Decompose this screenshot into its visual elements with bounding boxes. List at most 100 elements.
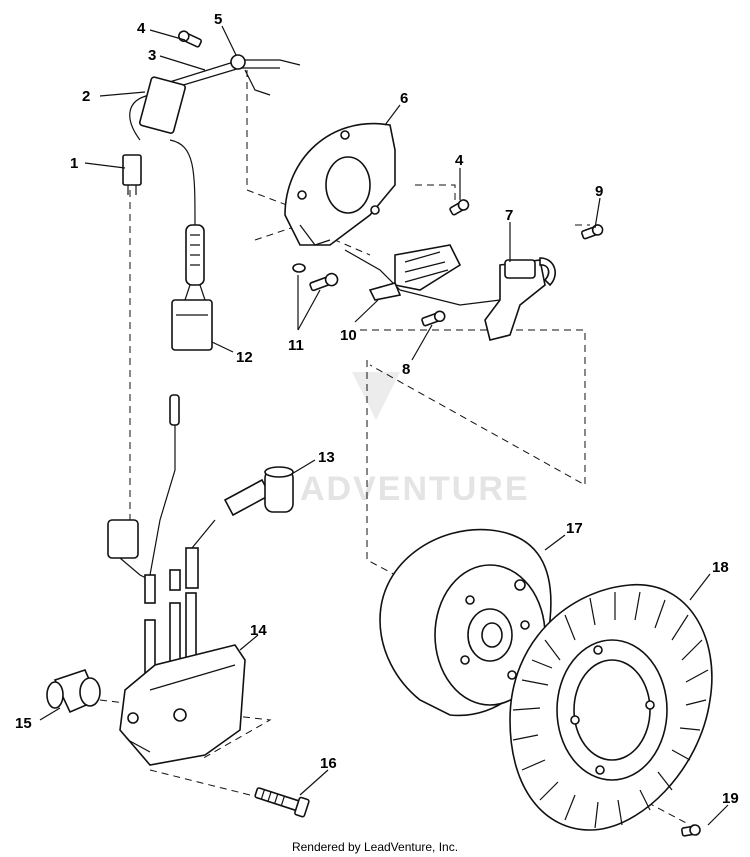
flywheel-hole [514,579,526,591]
callout-19: 19 [722,790,739,807]
lighting-coil-10 [368,244,462,301]
callouts: 1 2 3 4 4 5 6 7 8 9 10 11 12 13 14 15 16… [15,11,739,807]
screw-11-head [324,272,339,287]
callout-10: 10 [340,327,357,344]
alignment-line [99,699,272,761]
lighting-coil-body [394,244,462,291]
coil-body [119,644,246,766]
callout-2: 2 [82,88,90,105]
lead-sleeve [144,574,156,604]
callout-1: 1 [70,155,78,172]
stator-plate [284,122,396,246]
flywheel-17 [379,528,552,717]
cdi-leads [107,394,216,604]
alignment-line [149,769,271,801]
screw-9 [580,224,604,240]
fan-hole [570,715,580,725]
flywheel-hole [465,595,475,605]
fan-hole [595,765,605,775]
lighting-coil-windings [404,251,449,283]
harness-wire [244,69,271,96]
harness-wire [129,94,151,141]
harness-clamp-5 [230,54,246,70]
alignment-line [246,70,301,211]
callout-7: 7 [505,207,513,224]
alignment-line [254,224,371,256]
screw-washer-11 [292,263,339,292]
lead-terminal [169,394,180,426]
screw-19 [681,824,701,837]
callout-12: 12 [236,349,253,366]
harness-plug-pins [127,185,137,195]
bolt-threads [260,789,285,806]
rubber-cap-15 [46,669,101,714]
callout-6: 6 [400,90,408,107]
stator-plate-hole [370,205,380,215]
bolt-head [294,796,310,818]
stator-plate-hole [297,190,307,200]
coil-terminal [169,602,181,666]
screw-8 [421,310,446,327]
screw-4b [449,199,470,216]
callout-13: 13 [318,449,335,466]
footer-credit: Rendered by LeadVenture, Inc. [292,840,458,854]
pulser-wire [399,289,501,306]
callout-3: 3 [148,47,156,64]
harness-wire [184,284,206,301]
coil-hole [173,708,187,722]
callout-14: 14 [250,622,267,639]
watermark-logo-icon [352,372,400,420]
lead-sleeve [185,547,199,589]
callout-18: 18 [712,559,729,576]
lead-connector [107,519,139,559]
bolt-16 [254,787,310,818]
washer-11 [292,263,306,273]
harness-plug-1 [122,154,142,186]
lead-sleeve [169,569,181,591]
leader-lines [39,25,729,826]
flywheel-bore [481,622,503,648]
callout-4: 4 [137,20,146,37]
pulser-coil-coil [539,257,556,287]
fan-hole [593,645,603,655]
fan-center [573,659,651,761]
callout-17: 17 [566,520,583,537]
pulser-coil-7 [344,249,556,341]
spark-cap-top [264,466,294,478]
coil-edge [149,664,236,691]
flywheel-hole [520,620,530,630]
lighting-coil-clip [368,282,402,301]
lead-wire [149,425,176,576]
flywheel-hole [460,655,470,665]
stator-plate-hole [340,130,350,140]
callout-16: 16 [320,755,337,772]
callout-15: 15 [15,715,32,732]
coil-terminal [185,592,197,662]
callout-9: 9 [595,183,603,200]
cooling-fan-18 [509,584,713,831]
spark-cap-stem [223,478,272,517]
stator-plate-detail [299,224,331,246]
fan-hole [645,700,655,710]
harness-connector-12 [171,299,213,351]
callout-5: 5 [214,11,222,28]
wiring-harness [122,30,301,351]
ignition-coil-14 [119,592,246,766]
watermark-text: ADVENTURE [300,470,530,508]
lead-wire [191,519,216,549]
harness-wire [169,139,196,226]
harness-sleeve-ribs [190,234,200,266]
alignment-line [360,329,586,486]
flywheel-hole [507,670,517,680]
rubber-cap-back [46,681,64,709]
pulser-coil-body [484,259,546,341]
rubber-cap-end [79,677,101,707]
spark-plug-cap-13 [223,466,294,517]
callout-4: 4 [455,152,464,169]
harness-connector-2 [138,76,186,134]
watermark: ADVENTURE [300,372,530,508]
alignment-line [415,184,456,205]
fan-blades [512,591,709,829]
